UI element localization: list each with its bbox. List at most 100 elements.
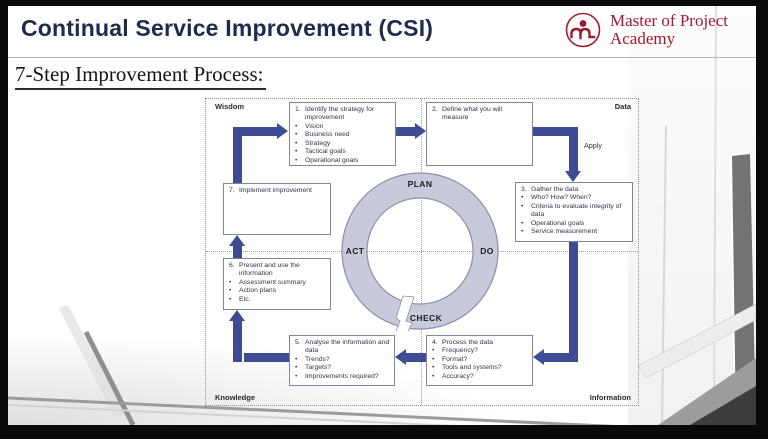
- step-marker: •: [295, 148, 298, 156]
- step-bullet-row: • Assessment summary: [226, 279, 328, 287]
- step-text: Analyse the information and data: [305, 339, 390, 355]
- step-bullet-row: •Improvements required?: [292, 373, 392, 381]
- quadrant-divider-horizontal: [206, 251, 638, 252]
- step-text: Targets?: [305, 364, 332, 372]
- quadrant-divider-vertical: [421, 99, 422, 405]
- arrow-shaft: [233, 321, 242, 362]
- quadrant-label-knowledge: Knowledge: [215, 393, 256, 402]
- arrow-shaft: [533, 127, 578, 136]
- arrow-shaft: [406, 353, 426, 362]
- step-title-row: 2.Define what you will measure: [429, 106, 530, 123]
- brand-name-line1: Master of Project: [609, 11, 728, 31]
- arrow-head: [277, 123, 288, 139]
- step-marker: •: [295, 139, 298, 147]
- header: Continual Service Improvement (CSI) Mast…: [8, 6, 756, 58]
- arrow-shaft: [233, 127, 242, 183]
- arrow-head: [229, 235, 245, 246]
- step-text: Assessment summary: [239, 278, 306, 286]
- step-text: Operational goals: [305, 156, 359, 164]
- step-box-5: 5. Analyse the information and data•Trend…: [289, 335, 395, 386]
- cycle-label-do: DO: [480, 246, 494, 256]
- step-marker: •: [295, 156, 298, 164]
- step-title-row: 1.Identify the strategy for improvement: [292, 106, 393, 123]
- cycle-label-plan: PLAN: [407, 179, 433, 189]
- brand-logo: Master of Project Academy: [563, 10, 728, 50]
- step-box-7: 7. Implement improvement: [223, 183, 331, 235]
- pdca-ring: [341, 172, 499, 331]
- step-bullet-row: •Strategy: [292, 140, 393, 148]
- step-marker: •: [432, 355, 435, 363]
- cycle-label-check: CHECK: [409, 313, 443, 323]
- step-title-row: 7. Implement improvement: [226, 187, 328, 195]
- cycle-label-act: ACT: [345, 246, 365, 256]
- step-marker: 7.: [229, 187, 235, 194]
- step-text: Gather the data: [531, 186, 579, 193]
- step-marker: 3.: [521, 186, 527, 193]
- step-marker: •: [521, 194, 524, 202]
- step-text: Present and use the information: [239, 262, 300, 278]
- step-marker: •: [229, 295, 232, 303]
- step-bullet-row: • Targets?: [292, 364, 392, 372]
- quadrant-label-information: Information: [589, 393, 631, 402]
- step-marker: •: [521, 219, 524, 227]
- step-title-row: 5. Analyse the information and data: [292, 339, 392, 356]
- arrow-shaft: [544, 353, 578, 362]
- architecture-diagonals: [8, 303, 617, 425]
- step-bullet-row: • Etc.: [226, 296, 328, 304]
- step-bullet-row: • Criteria to evaluate integrity of data: [518, 203, 630, 220]
- ring-break-arrow: [395, 295, 415, 331]
- brand-name: Master of Project Academy: [610, 12, 728, 48]
- step-bullet-row: •Trends?: [292, 356, 392, 364]
- arrow-shaft: [569, 242, 578, 362]
- step-text: Frequency?: [442, 347, 478, 355]
- step-bullet-row: •Tools and systems?: [429, 364, 530, 372]
- architecture-lines: [637, 6, 756, 425]
- seven-step-diagram: Wisdom Data Knowledge Information PLAN D…: [205, 98, 639, 406]
- step-title-row: 6. Present and use the information: [226, 262, 328, 279]
- step-marker: •: [521, 228, 524, 236]
- arrow-shaft: [233, 246, 242, 258]
- step-marker: 6.: [229, 262, 235, 269]
- step-marker: •: [295, 364, 298, 372]
- slide: Continual Service Improvement (CSI) Mast…: [8, 6, 756, 425]
- step-text: Action plans: [239, 287, 277, 295]
- step-text: Format?: [442, 355, 468, 363]
- step-text: Implement improvement: [239, 187, 312, 194]
- step-text: Tactical goals: [305, 148, 346, 156]
- arrow-head: [533, 349, 544, 365]
- section-heading: 7-Step Improvement Process:: [15, 62, 267, 90]
- step-marker: •: [295, 372, 298, 380]
- arrow-head: [415, 123, 426, 139]
- step-box-6: 6. Present and use the information • Assess…: [223, 258, 331, 310]
- quadrant-label-data: Data: [614, 102, 631, 111]
- step-text: Vision: [305, 122, 324, 130]
- step-marker: •: [521, 202, 524, 210]
- slide-title: Continual Service Improvement (CSI): [21, 15, 434, 41]
- step-marker: •: [432, 372, 435, 380]
- arrow-head: [395, 349, 406, 365]
- step-marker: •: [295, 122, 298, 130]
- step-bullet-row: •Who? How? When?: [518, 194, 630, 202]
- step-marker: 4.: [432, 339, 438, 346]
- arrow-head: [229, 310, 245, 321]
- quadrant-label-wisdom: Wisdom: [215, 102, 245, 111]
- step-text: Accuracy?: [442, 372, 474, 380]
- step-bullet-row: • Service measurement: [518, 228, 630, 236]
- step-box-1: 1.Identify the strategy for improvement•…: [289, 102, 396, 166]
- step-marker: •: [229, 278, 232, 286]
- step-marker: •: [432, 347, 435, 355]
- step-marker: 1.: [295, 106, 301, 113]
- step-marker: 5.: [295, 339, 301, 346]
- step-text: Tools and systems?: [442, 364, 502, 372]
- arrow-shaft: [233, 127, 277, 136]
- step-text: Etc.: [239, 295, 251, 303]
- step-text: Process the data: [442, 339, 494, 346]
- step-text: Criteria to evaluate integrity of data: [531, 202, 622, 219]
- step-text: Service measurement: [531, 228, 598, 236]
- step-bullet-row: •Business need: [292, 131, 393, 139]
- step-text: Operational goals: [531, 219, 585, 227]
- step-bullet-row: •Action plans: [226, 287, 328, 295]
- step-box-3: 3.Gather the data•Who? How? When?•Criter…: [515, 182, 633, 242]
- brand-name-line2: Academy: [609, 29, 676, 48]
